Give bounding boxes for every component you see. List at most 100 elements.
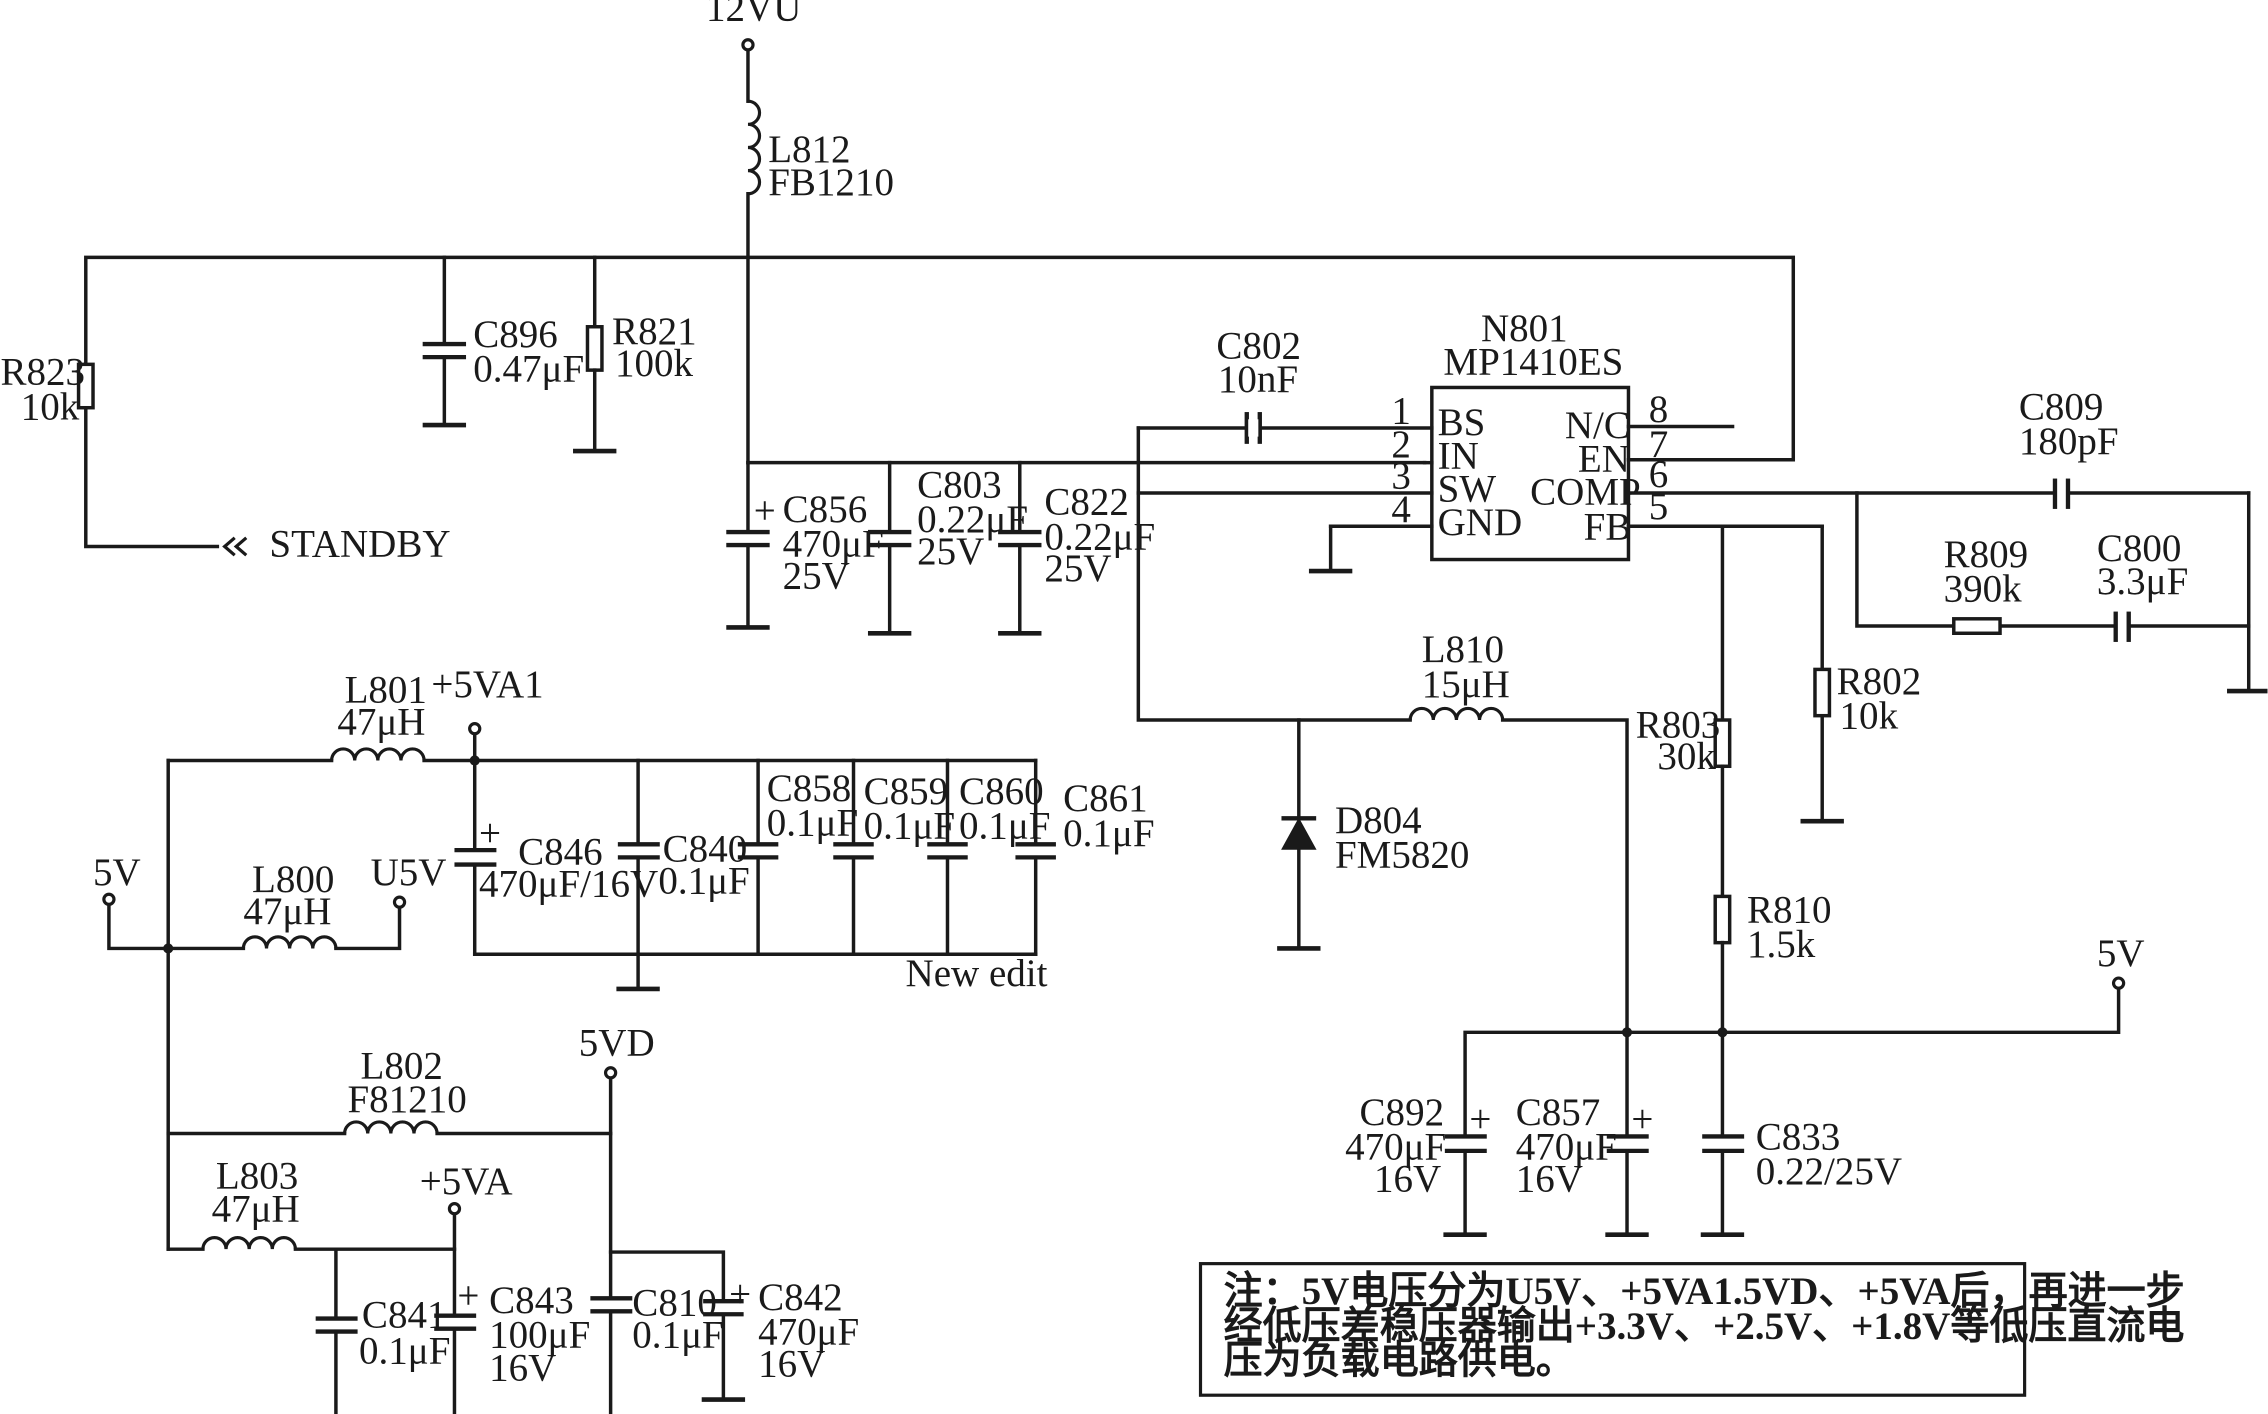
c841-ref: C841	[362, 1293, 447, 1336]
c842-value: 470μF	[758, 1311, 859, 1354]
l800-value: 47μH	[243, 890, 331, 933]
c822-ref: C822	[1044, 481, 1129, 524]
c833-value: 0.22/25V	[1756, 1150, 1902, 1193]
12vu-net-label: 12VU	[706, 0, 801, 29]
12vu-terminal[interactable]	[741, 38, 755, 52]
5v-output-label: 5V	[2097, 932, 2145, 975]
l803-ref: L803	[216, 1154, 298, 1197]
l810-inductor	[1408, 706, 1505, 721]
c843-plus: +	[457, 1274, 479, 1317]
input-capacitors: + C856 470μF 25V C803 0.22μF 25V C822 0.…	[726, 460, 1427, 636]
r810-ref: R810	[1747, 888, 1832, 931]
c856-ref: C856	[783, 488, 868, 531]
pin-comp-name: COMP	[1530, 471, 1641, 514]
c858-value: 0.1μF	[767, 802, 858, 845]
r821-ref: R821	[612, 310, 697, 353]
n801-part: MP1410ES	[1443, 340, 1623, 383]
r823-ref: R823	[0, 351, 85, 394]
r802-value: 10k	[1840, 695, 1899, 738]
compensation-network: C809 180pF R809 390k C800 3.3μF	[1855, 385, 2268, 694]
pin-bs-name: BS	[1438, 401, 1486, 444]
c803-ref: C803	[917, 463, 1002, 506]
note-box: 注：5V电压分为U5V、+5VA1.5VD、+5VA后，再进一步 经低压差稳压器…	[1198, 1262, 2185, 1397]
c857-plus: +	[1631, 1098, 1653, 1141]
c857-ref: C857	[1516, 1091, 1601, 1134]
c859-ref: C859	[864, 770, 949, 813]
c842-plus: +	[729, 1273, 751, 1316]
standby-net-label: STANDBY	[269, 523, 450, 566]
pin-in-name: IN	[1438, 434, 1479, 477]
c856-rating: 25V	[783, 554, 850, 597]
c833-ref: C833	[1756, 1115, 1841, 1158]
c800-ref: C800	[2097, 527, 2182, 570]
c859-value: 0.1μF	[864, 805, 955, 848]
pin-sw-name: SW	[1438, 468, 1497, 511]
r809-ref: R809	[1944, 533, 2029, 576]
c843-ref: C843	[489, 1279, 574, 1322]
c803-rating: 25V	[917, 530, 984, 573]
n801-ic-body	[1430, 385, 1631, 562]
pin-fb-name: FB	[1584, 505, 1632, 548]
c861-value: 0.1μF	[1063, 812, 1154, 855]
r809-value: 390k	[1944, 567, 2023, 610]
c842-ref: C842	[758, 1276, 843, 1319]
l801-inductor	[329, 747, 426, 761]
pin-gnd-name: GND	[1438, 501, 1523, 544]
l801-ref: L801	[345, 669, 427, 712]
pin-nc-name: N/C	[1565, 404, 1630, 447]
r823-value: 10k	[21, 385, 80, 428]
c892-rating: 16V	[1374, 1157, 1441, 1200]
c843-value: 100μF	[489, 1313, 590, 1356]
5v-output-terminal[interactable]	[2111, 976, 2126, 990]
c896-ref: C896	[473, 313, 558, 356]
c892-plus: +	[1469, 1098, 1491, 1141]
l802-inductor	[342, 1120, 439, 1134]
c856-plus: +	[754, 489, 776, 532]
c810-value: 0.1μF	[632, 1313, 723, 1356]
c857-rating: 16V	[1516, 1157, 1583, 1200]
l800-ref: L800	[252, 858, 334, 901]
u5v-terminal[interactable]	[392, 895, 407, 909]
r803-ref: R803	[1636, 703, 1721, 746]
l800-inductor	[241, 935, 338, 949]
c802-ref: C802	[1216, 325, 1301, 368]
r810-value: 1.5k	[1747, 923, 1816, 966]
pin-6-number: 6	[1649, 453, 1669, 496]
c861-ref: C861	[1063, 777, 1148, 820]
pin-2-number: 2	[1391, 423, 1411, 466]
standby-arrow-icon	[222, 536, 248, 557]
r821-resistor	[585, 325, 604, 372]
r810-resistor	[1713, 894, 1732, 945]
pin-8-number: 8	[1649, 388, 1669, 431]
c800-value: 3.3μF	[2097, 560, 2188, 603]
pin-5-number: 5	[1649, 485, 1669, 528]
c860-ref: C860	[959, 770, 1044, 813]
l801-value: 47μH	[337, 700, 425, 743]
note-line-2: 经低压差稳压器输出+3.3V、+2.5V、+1.8V等低压直流电	[1224, 1305, 2185, 1348]
5v-input-label: 5V	[93, 851, 141, 894]
l803-inductor	[201, 1236, 298, 1250]
5vd-terminal[interactable]	[603, 1066, 618, 1080]
pin-en-name: EN	[1578, 437, 1630, 480]
pin-1-number: 1	[1391, 390, 1411, 433]
l810-value: 15μH	[1422, 663, 1510, 706]
input-section: 12VU L812 FB1210 R823 10k STANDBY C896 0…	[0, 0, 1796, 566]
pin-4-number: 4	[1391, 488, 1411, 531]
c840-value: 0.1μF	[658, 860, 749, 903]
distribution-section: 5V L801 47μH +5VA1 + C846 470μF/16V C840…	[93, 663, 1155, 1414]
c840-ref: C840	[663, 828, 748, 871]
l810-ref: L810	[1422, 628, 1504, 671]
5va-terminal[interactable]	[447, 1202, 462, 1216]
top-rail-wire	[84, 255, 1796, 462]
5va1-terminal[interactable]	[468, 722, 482, 736]
5va-net-label: +5VA	[420, 1160, 513, 1203]
c842-rating: 16V	[758, 1342, 825, 1385]
l812-ref: L812	[768, 128, 850, 171]
c809-value: 180pF	[2019, 420, 2119, 463]
r802-resistor	[1813, 667, 1832, 718]
r821-value: 100k	[615, 342, 694, 385]
5v-input-terminal[interactable]	[102, 892, 116, 906]
r809-resistor	[1952, 617, 2002, 635]
c843-rating: 16V	[489, 1347, 556, 1390]
